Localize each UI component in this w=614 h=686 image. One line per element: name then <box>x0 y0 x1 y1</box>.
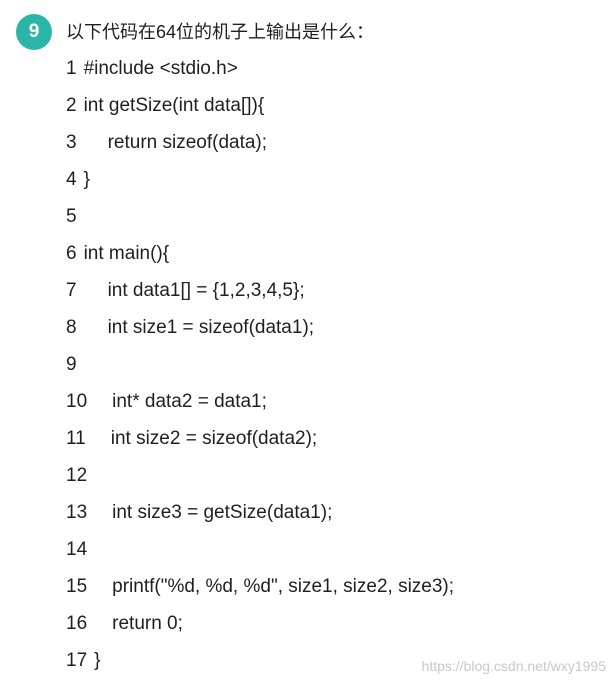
line-number: 4 <box>66 169 77 190</box>
code-text: printf("%d, %d, %d", size1, size2, size3… <box>112 576 455 597</box>
code-text: int main(){ <box>83 243 170 264</box>
code-text: return sizeof(data); <box>107 132 268 153</box>
code-line: 5 <box>66 204 454 241</box>
code-line: 3 return sizeof(data); <box>66 130 454 167</box>
question-text: 以下代码在64位的机子上输出是什么： <box>66 22 375 42</box>
code-text: #include <stdio.h> <box>83 58 238 79</box>
code-line: 15 printf("%d, %d, %d", size1, size2, siz… <box>66 574 454 611</box>
code-line: 6 int main(){ <box>66 241 454 278</box>
line-number: 1 <box>66 58 77 79</box>
code-line: 17} <box>66 648 454 685</box>
code-line: 9 <box>66 352 454 389</box>
code-text: int getSize(int data[]){ <box>83 95 265 116</box>
watermark: https://blog.csdn.net/wxy1995 <box>421 658 606 674</box>
question-number-badge: 9 <box>16 14 52 50</box>
line-number: 11 <box>66 428 86 449</box>
line-number: 6 <box>66 243 77 264</box>
line-number: 13 <box>66 502 88 523</box>
code-line: 12 <box>66 463 454 500</box>
code-text: int* data2 = data1; <box>112 391 267 412</box>
line-number: 9 <box>66 354 77 375</box>
code-text: int size1 = sizeof(data1); <box>107 317 315 338</box>
code-line: 4} <box>66 167 454 204</box>
code-text: } <box>83 169 90 190</box>
code-line: 16 return 0; <box>66 611 454 648</box>
line-number: 12 <box>66 465 88 486</box>
code-text: int size3 = getSize(data1); <box>112 502 333 523</box>
line-number: 17 <box>66 650 88 671</box>
line-number: 14 <box>66 539 88 560</box>
line-number: 16 <box>66 613 88 634</box>
code-line: 10 int* data2 = data1; <box>66 389 454 426</box>
line-number: 8 <box>66 317 77 338</box>
code-line: 11 int size2 = sizeof(data2); <box>66 426 454 463</box>
code-listing: 1 #include <stdio.h> 2 int getSize(int data… <box>66 56 454 685</box>
code-line: 14 <box>66 537 454 574</box>
code-line: 1 #include <stdio.h> <box>66 56 454 93</box>
code-text: return 0; <box>112 613 183 634</box>
code-line: 8 int size1 = sizeof(data1); <box>66 315 454 352</box>
line-number: 15 <box>66 576 88 597</box>
line-number: 3 <box>66 132 77 153</box>
code-text: int data1[] = {1,2,3,4,5}; <box>107 280 305 301</box>
code-text: int size2 = sizeof(data2); <box>110 428 318 449</box>
code-line: 13 int size3 = getSize(data1); <box>66 500 454 537</box>
line-number: 2 <box>66 95 77 116</box>
code-line: 2 int getSize(int data[]){ <box>66 93 454 130</box>
code-line: 7 int data1[] = {1,2,3,4,5}; <box>66 278 454 315</box>
line-number: 5 <box>66 206 77 227</box>
line-number: 10 <box>66 391 88 412</box>
code-text: } <box>94 650 101 671</box>
line-number: 7 <box>66 280 77 301</box>
